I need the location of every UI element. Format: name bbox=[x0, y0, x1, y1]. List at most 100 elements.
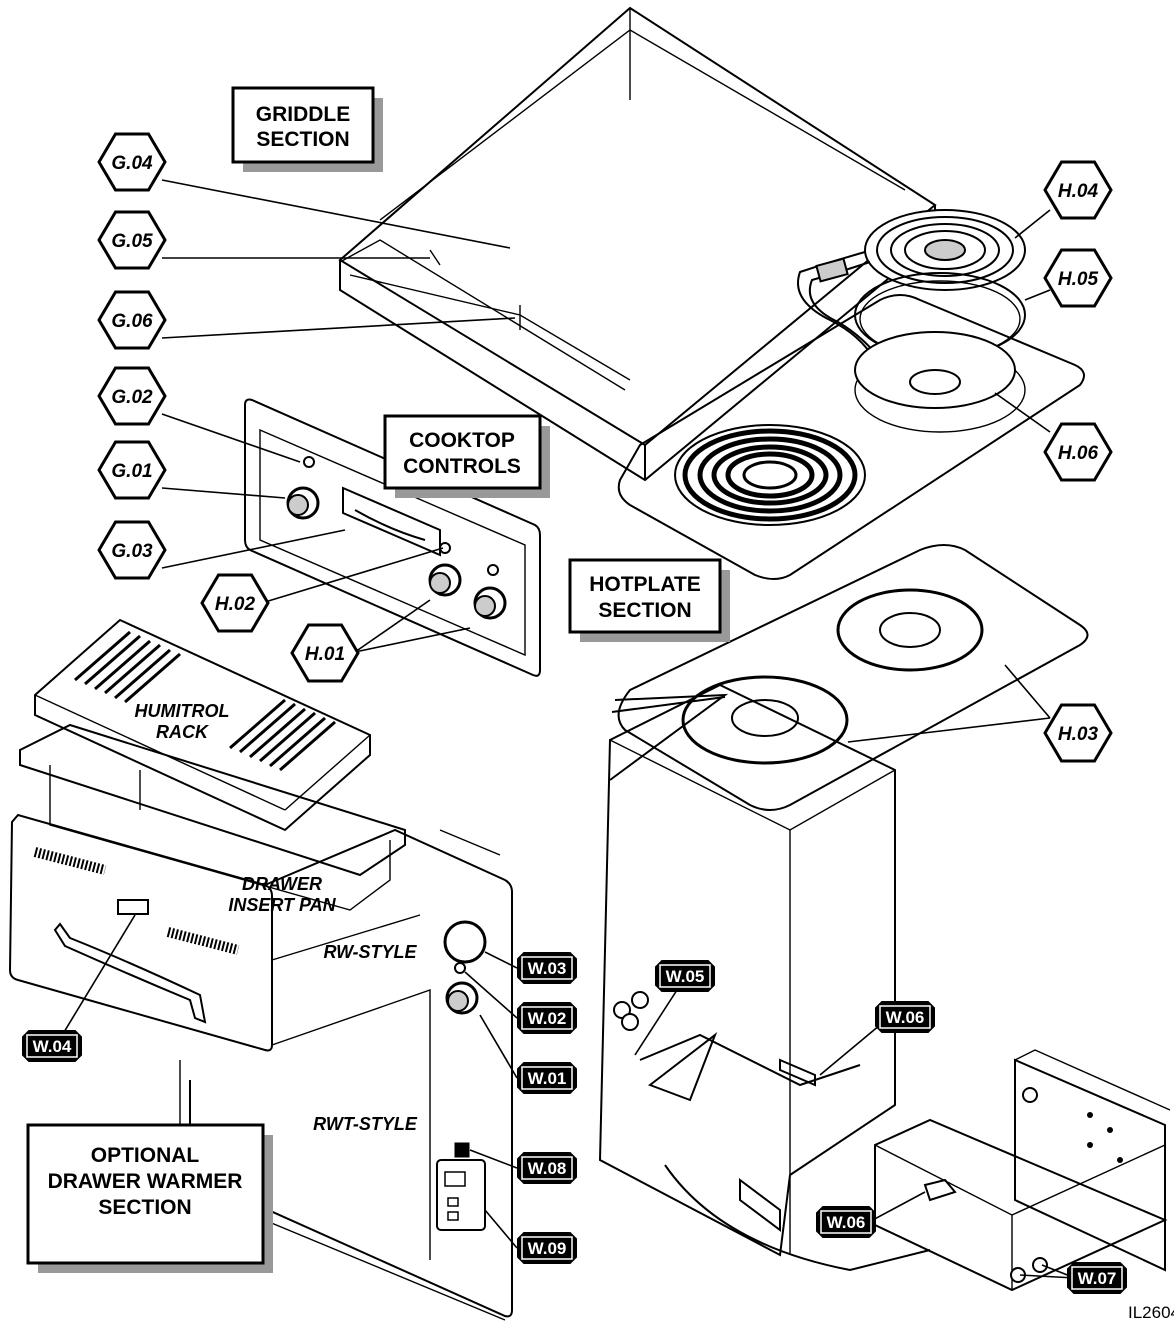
callout-label-h03: H.03 bbox=[1058, 724, 1099, 745]
cooktop-title-2: CONTROLS bbox=[403, 455, 521, 478]
tag-inner-border bbox=[820, 1210, 872, 1234]
tag-w05: W.05 bbox=[655, 960, 715, 992]
section-box-hotplate: HOTPLATE SECTION bbox=[568, 558, 730, 642]
griddle-drawing bbox=[338, 6, 937, 482]
callout-hex-shape bbox=[97, 132, 167, 192]
coil-element bbox=[797, 209, 1026, 363]
tag-inner-border bbox=[521, 1156, 573, 1180]
tag-inner-border bbox=[521, 1236, 573, 1260]
callout-label-g04: G.04 bbox=[111, 153, 153, 174]
tag-label-w03: W.03 bbox=[528, 959, 567, 978]
tag-shape bbox=[517, 1002, 577, 1034]
tag-inner-border bbox=[521, 1006, 573, 1030]
callout-hex-shape bbox=[290, 623, 360, 683]
tag-label-w09: W.09 bbox=[528, 1239, 567, 1258]
tag-label-w07: W.07 bbox=[1078, 1269, 1117, 1288]
warmer-housing bbox=[179, 828, 513, 1321]
callout-label-g01: G.01 bbox=[111, 461, 152, 482]
tag-inner-border bbox=[1071, 1266, 1123, 1290]
tag-label-w06b: W.06 bbox=[827, 1213, 866, 1232]
tag-shape bbox=[875, 1001, 935, 1033]
tag-inner-border bbox=[879, 1005, 931, 1029]
callout-g06: G.06 bbox=[97, 290, 167, 350]
callout-h03: H.03 bbox=[1043, 703, 1113, 763]
hotplate-title-2: SECTION bbox=[598, 599, 691, 622]
humitrol-label-2: RACK bbox=[156, 722, 210, 742]
hotplate-coil-top bbox=[617, 294, 1085, 580]
tag-shape bbox=[1067, 1262, 1127, 1294]
callout-hex-shape bbox=[97, 290, 167, 350]
tag-w03: W.03 bbox=[517, 952, 577, 984]
drawer-insert-pan bbox=[19, 723, 406, 911]
hotplate-title-1: HOTPLATE bbox=[589, 573, 701, 596]
humitrol-rack bbox=[34, 618, 371, 832]
tag-label-w04: W.04 bbox=[33, 1037, 72, 1056]
tag-inner-border bbox=[521, 1066, 573, 1090]
tag-shape bbox=[655, 960, 715, 992]
tag-shape bbox=[517, 952, 577, 984]
tag-label-w05: W.05 bbox=[666, 967, 705, 986]
tag-callouts: W.03W.02W.01W.04W.05W.06W.06W.07W.08W.09 bbox=[22, 952, 1127, 1294]
callout-hex-shape bbox=[97, 520, 167, 580]
callout-h06: H.06 bbox=[1043, 422, 1113, 482]
callout-hex-shape bbox=[1043, 422, 1113, 482]
tag-w09: W.09 bbox=[517, 1232, 577, 1264]
warmer-chassis bbox=[598, 683, 931, 1272]
tag-label-w08: W.08 bbox=[528, 1159, 567, 1178]
tag-w06a: W.06 bbox=[875, 1001, 935, 1033]
tag-w06b: W.06 bbox=[816, 1206, 876, 1238]
tag-w01: W.01 bbox=[517, 1062, 577, 1094]
callout-h04: H.04 bbox=[1043, 160, 1113, 220]
tag-shape bbox=[22, 1030, 82, 1062]
callout-g05: G.05 bbox=[97, 210, 167, 270]
tag-inner-border bbox=[26, 1034, 78, 1058]
humitrol-label-1: HUMITROL bbox=[135, 701, 230, 721]
griddle-title-2: SECTION bbox=[256, 128, 349, 151]
drawer-title-2: DRAWER WARMER bbox=[48, 1170, 243, 1193]
tag-w04: W.04 bbox=[22, 1030, 82, 1062]
callout-label-h06: H.06 bbox=[1058, 443, 1099, 464]
control-panel bbox=[244, 398, 541, 677]
tag-label-w02: W.02 bbox=[528, 1009, 567, 1028]
callout-label-g06: G.06 bbox=[111, 311, 153, 332]
callout-label-h05: H.05 bbox=[1058, 269, 1099, 290]
callout-g01: G.01 bbox=[97, 440, 167, 500]
drawer-pan-label-2: INSERT PAN bbox=[228, 895, 336, 915]
callout-hex-shape bbox=[1043, 248, 1113, 308]
drawer-rails bbox=[874, 1049, 1171, 1292]
callout-hex-shape bbox=[1043, 160, 1113, 220]
drawer-front bbox=[8, 813, 273, 1052]
callout-label-g03: G.03 bbox=[111, 541, 153, 562]
drawer-pan-label-1: DRAWER bbox=[242, 874, 322, 894]
section-box-drawer: OPTIONAL DRAWER WARMER SECTION bbox=[26, 1123, 273, 1273]
callout-label-h02: H.02 bbox=[215, 594, 256, 615]
tag-w02: W.02 bbox=[517, 1002, 577, 1034]
tag-shape bbox=[517, 1152, 577, 1184]
callout-h02: H.02 bbox=[200, 573, 270, 633]
callout-g04: G.04 bbox=[97, 132, 167, 192]
callout-label-h01: H.01 bbox=[305, 644, 345, 665]
callout-label-g05: G.05 bbox=[111, 231, 153, 252]
callout-hex-shape bbox=[200, 573, 270, 633]
griddle-title-1: GRIDDLE bbox=[256, 103, 351, 126]
leader-lines bbox=[57, 179, 1076, 1279]
tag-shape bbox=[517, 1232, 577, 1264]
tag-w08: W.08 bbox=[517, 1152, 577, 1184]
rwt-style-label: RWT-STYLE bbox=[313, 1114, 418, 1134]
callout-h05: H.05 bbox=[1043, 248, 1113, 308]
rw-style-label: RW-STYLE bbox=[324, 942, 418, 962]
drip-pan bbox=[854, 331, 1016, 409]
callout-hex-shape bbox=[97, 210, 167, 270]
tag-w07: W.07 bbox=[1067, 1262, 1127, 1294]
callout-label-g02: G.02 bbox=[111, 387, 153, 408]
tag-label-w01: W.01 bbox=[528, 1069, 567, 1088]
cooktop-title-1: COOKTOP bbox=[409, 429, 515, 452]
callout-h01: H.01 bbox=[290, 623, 360, 683]
tag-label-w06a: W.06 bbox=[886, 1008, 925, 1027]
callout-hex-shape bbox=[97, 366, 167, 426]
callout-hex-shape bbox=[1043, 703, 1113, 763]
figure-id: IL2604 bbox=[1128, 1303, 1174, 1322]
tag-inner-border bbox=[659, 964, 711, 988]
callout-hex-shape bbox=[97, 440, 167, 500]
